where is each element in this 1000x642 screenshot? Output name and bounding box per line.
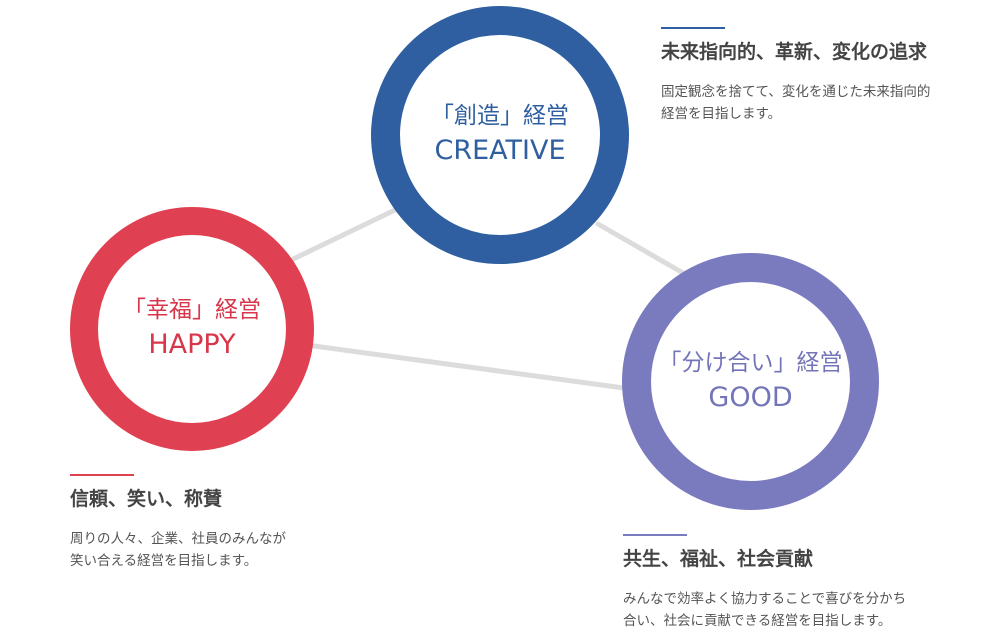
connector-creative-happy <box>282 207 398 266</box>
connector-happy-good <box>311 343 627 391</box>
description-creative-line-1: 固定観念を捨てて、変化を通じた未来指向的 <box>661 84 931 100</box>
description-good-line-2: 合い、社会に貢献できる経営を目指します。 <box>623 613 892 629</box>
description-good: 共生、福祉、社会貢献 みんなで効率よく協力することで喜びを分かち 合い、社会に貢… <box>623 534 1000 632</box>
description-creative-title: 未来指向的、革新、変化の追求 <box>661 41 928 63</box>
description-creative-line-2: 経営を目指します。 <box>661 106 782 122</box>
description-good-line-1: みんなで効率よく協力することで喜びを分かち <box>623 591 907 607</box>
description-creative: 未来指向的、革新、変化の追求 固定観念を捨てて、変化を通じた未来指向的 経営を目… <box>661 27 1000 125</box>
description-happy-line-1: 周りの人々、企業、社員のみんなが <box>70 531 286 547</box>
connector-creative-good <box>595 221 693 280</box>
node-happy-label-en: HAPPY <box>148 329 236 360</box>
node-happy: 「幸福」経営 HAPPY <box>70 207 314 451</box>
node-good: 「分け合い」経営 GOOD <box>622 253 879 510</box>
description-happy-title: 信頼、笑い、称賛 <box>70 488 223 510</box>
node-happy-label-jp: 「幸福」経営 <box>123 297 261 323</box>
description-happy: 信頼、笑い、称賛 周りの人々、企業、社員のみんなが 笑い合える経営を目指します。 <box>70 474 370 572</box>
node-creative: 「創造」経営 CREATIVE <box>371 6 629 264</box>
description-good-title: 共生、福祉、社会貢献 <box>623 548 814 570</box>
node-good-label-en: GOOD <box>708 381 793 413</box>
description-happy-line-2: 笑い合える経営を目指します。 <box>70 553 258 569</box>
node-good-label-jp: 「分け合い」経営 <box>658 349 843 376</box>
description-creative-body: 固定観念を捨てて、変化を通じた未来指向的 経営を目指します。 <box>661 81 1000 125</box>
description-good-rule <box>623 534 687 536</box>
description-happy-rule <box>70 474 134 476</box>
description-good-body: みんなで効率よく協力することで喜びを分かち 合い、社会に貢献できる経営を目指しま… <box>623 588 1000 632</box>
description-creative-rule <box>661 27 725 29</box>
node-creative-label-en: CREATIVE <box>434 135 566 166</box>
node-creative-label-jp: 「創造」経営 <box>431 103 569 129</box>
description-happy-body: 周りの人々、企業、社員のみんなが 笑い合える経営を目指します。 <box>70 528 370 572</box>
